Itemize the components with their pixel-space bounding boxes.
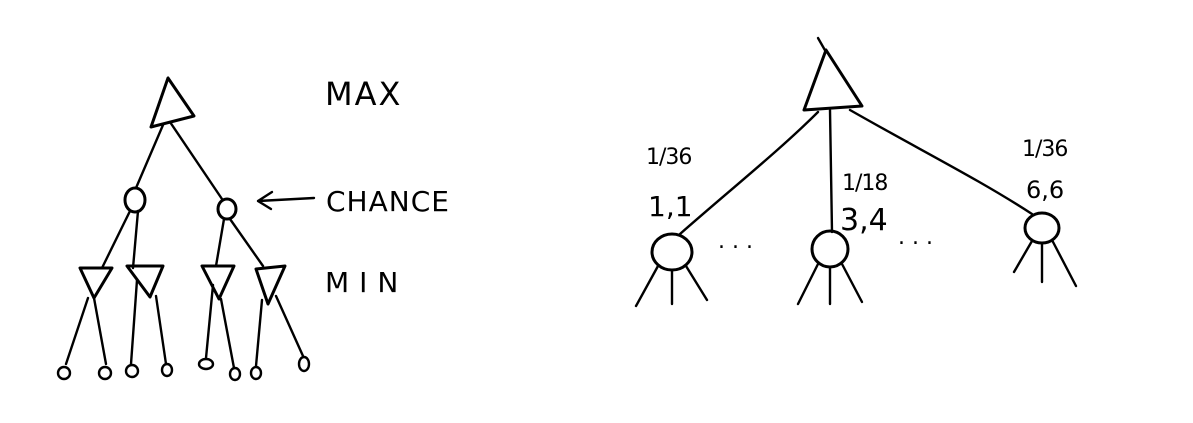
min-label: MIN [325, 266, 408, 299]
chance-pointer-arrow [256, 190, 316, 211]
outcome-2-probability: 1/18 [842, 171, 887, 196]
leaf-node-8 [297, 355, 311, 373]
edge-min1-leaf2 [92, 296, 108, 366]
leaf-node-6 [228, 366, 242, 382]
edge-chance-right-to-min-4 [228, 217, 265, 268]
edge-min2-leaf3 [129, 278, 139, 366]
edge-min2-leaf4 [154, 294, 168, 366]
edge-min3-leaf6 [219, 297, 236, 370]
chance-node-right [216, 197, 238, 221]
max-label: MAX [325, 75, 402, 113]
outcome-1-probability: 1/36 [646, 145, 691, 170]
min-node-4 [254, 264, 287, 306]
outcome-1-children [634, 264, 709, 308]
leaf-node-2 [97, 365, 113, 381]
edge-min1-leaf1 [64, 296, 90, 366]
edge-chance-right-to-min-3 [214, 217, 226, 268]
leaf-node-4 [160, 362, 174, 378]
edge-max-to-chance-right [168, 120, 224, 201]
min-node-3 [200, 264, 236, 301]
root-node [802, 48, 864, 112]
leaf-node-7 [249, 365, 263, 381]
root-tick [816, 36, 828, 54]
outcome-2-roll: 3,4 [840, 203, 888, 238]
ellipsis-left: . . . [718, 229, 753, 254]
outcome-3-roll: 6,6 [1026, 176, 1064, 204]
outcome-1-roll: 1,1 [648, 190, 693, 223]
min-node-2 [125, 264, 165, 299]
edge-root-to-outcome-3 [848, 108, 1034, 216]
edge-min4-leaf8 [274, 294, 305, 358]
chance-node-left [123, 186, 147, 214]
edge-root-to-outcome-1 [678, 110, 820, 236]
edge-chance-left-to-min-2 [131, 209, 140, 270]
max-node [149, 76, 196, 129]
leaf-node-3 [124, 363, 140, 379]
outcome-2-children [796, 262, 864, 306]
leaf-node-5 [197, 357, 215, 371]
leaf-node-1 [56, 365, 72, 381]
ellipsis-right: . . . [898, 225, 933, 250]
edge-chance-left-to-min-1 [100, 209, 132, 270]
edge-min4-leaf7 [254, 298, 264, 368]
outcome-node-1 [650, 232, 694, 272]
outcome-3-children [1012, 238, 1078, 288]
left-expectiminimax-tree: MAX CHANCE MIN [56, 75, 450, 382]
edge-root-to-outcome-2 [828, 108, 834, 234]
outcome-3-probability: 1/36 [1022, 137, 1067, 162]
chance-label: CHANCE [326, 185, 450, 218]
outcome-node-3 [1023, 211, 1061, 245]
right-dice-chance-tree: . . . . . . 1/36 1,1 1/18 3,4 1/36 6,6 [634, 36, 1078, 308]
min-node-1 [78, 266, 114, 300]
edge-min3-leaf5 [204, 283, 215, 360]
edge-max-to-chance-left [134, 123, 165, 190]
